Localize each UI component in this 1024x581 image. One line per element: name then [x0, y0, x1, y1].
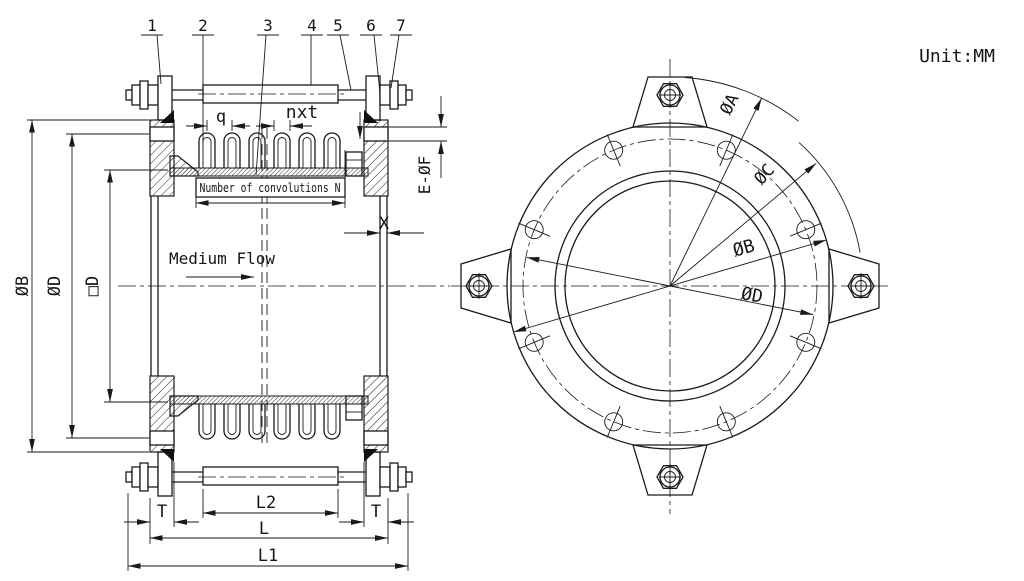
dim-flange-thickness-label-left: T	[157, 502, 167, 522]
lug-nut-top	[656, 82, 684, 108]
dim-overall-length-label: L1	[258, 546, 278, 566]
convolutions-note: Number of convolutions N	[200, 180, 341, 195]
tie-rod-top	[125, 75, 413, 121]
pipe-bore-walls	[150, 196, 388, 376]
dim-wall-label: X	[379, 214, 390, 234]
dim-outer-diameter-label: ØB	[13, 276, 33, 296]
callout-5: 5	[333, 16, 343, 35]
bellows-bottom	[198, 404, 341, 440]
bolt-holes	[518, 134, 822, 438]
dim-bore-label: □D	[83, 276, 103, 296]
callout-7: 7	[396, 16, 406, 35]
callout-3: 3	[263, 16, 273, 35]
lug-nut-right	[847, 273, 875, 299]
dim-bolt-holes-label: E-ØF	[415, 156, 434, 195]
side-section-view: ØB ØD □D q nxt	[13, 16, 450, 571]
dim-face-length-label: L	[259, 519, 269, 539]
inner-sleeve	[169, 167, 369, 405]
weld-mark	[160, 449, 174, 462]
dimensions: ØB ØD □D q nxt	[13, 96, 447, 571]
dim-bolt-circle-label: ØD	[45, 276, 65, 296]
dim-flange-od-label: ØB	[731, 235, 758, 261]
dim-front-bolt-circle-label: ØD	[739, 283, 764, 308]
dim-lug-bolt-circle-label: ØC	[750, 160, 779, 189]
unit-label: Unit:MM	[919, 46, 995, 67]
dim-pitch-label: q	[216, 107, 226, 127]
callout-4: 4	[307, 16, 317, 35]
flow-label: Medium Flow	[169, 249, 275, 268]
weld-mark	[364, 449, 378, 462]
part-callouts: 1 2 3 4 5 6 7	[141, 16, 412, 176]
dim-layers-label: nxt	[286, 102, 319, 123]
callout-1: 1	[147, 16, 157, 35]
lug-nuts	[465, 82, 875, 490]
weld-mark	[364, 110, 378, 123]
lug-nut-left	[465, 273, 493, 299]
front-flange-view: ØA ØC ØB ØD	[451, 59, 888, 514]
tie-rod-bottom	[125, 451, 413, 497]
dim-lug-od-label: ØA	[716, 91, 743, 118]
flange-lugs	[460, 76, 880, 496]
callout-2: 2	[198, 16, 208, 35]
weld-mark	[160, 110, 174, 123]
dim-sleeve-length-label: L2	[256, 493, 276, 513]
dim-flange-thickness-label-right: T	[371, 502, 381, 522]
callout-6: 6	[366, 16, 376, 35]
bellows-top	[198, 132, 341, 168]
lug-nut-bottom	[656, 464, 684, 490]
